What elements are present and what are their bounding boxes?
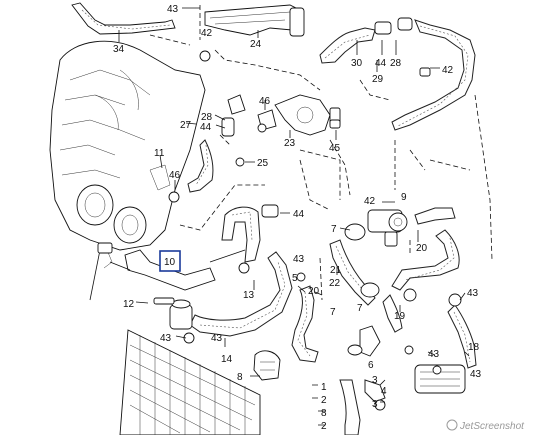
- callout-label: 7: [331, 224, 337, 235]
- oil-cooler-drawing: [414, 364, 466, 394]
- flange-23-drawing: [257, 94, 341, 136]
- hose-34-drawing: [71, 2, 176, 35]
- hose-27-drawing: [187, 94, 246, 193]
- hose-44-lower-drawing: [221, 204, 279, 263]
- clamp-8-drawing: [253, 350, 281, 381]
- callout-label: 46: [259, 96, 271, 107]
- callout-label: 42: [364, 196, 376, 207]
- callout-label: 20: [308, 286, 320, 297]
- watermark-text: JetScreenshot: [459, 421, 525, 432]
- callout-label: 45: [329, 143, 341, 154]
- callout-label: 19: [394, 311, 406, 322]
- callout-label: 21: [330, 265, 342, 276]
- callout-label: 46: [169, 170, 181, 181]
- hose-18-drawing: [447, 293, 477, 369]
- callout-label: 12: [123, 299, 135, 310]
- callout-label: 43: [211, 333, 223, 344]
- callout-label: 43: [467, 288, 479, 299]
- hose-5-drawing: [291, 285, 319, 363]
- highlighted-callout-10[interactable]: 10: [159, 250, 181, 272]
- callout-label: 6: [368, 360, 374, 371]
- callout-label: 30: [351, 58, 363, 69]
- callout-label: 43: [470, 369, 482, 380]
- callout-label: 43: [428, 349, 440, 360]
- callout-label: 4: [381, 386, 387, 397]
- callout-label: 43: [167, 4, 179, 15]
- callout-label: 13: [243, 290, 255, 301]
- callout-label: 43: [293, 254, 305, 265]
- callout-label: 3: [372, 375, 378, 386]
- callout-label: 11: [154, 148, 165, 159]
- callout-label: 5: [292, 273, 298, 284]
- callout-label: 2: [321, 395, 327, 406]
- dashed-guides: [149, 34, 493, 301]
- watermark: JetScreenshot: [446, 419, 525, 432]
- callout-label: 28: [201, 112, 213, 123]
- callout-label: 14: [221, 354, 233, 365]
- callout-label: 43: [160, 333, 172, 344]
- callout-label: 24: [250, 39, 262, 50]
- fasteners-drawing: [153, 50, 442, 411]
- callout-label: 22: [329, 278, 341, 289]
- callout-label: 20: [416, 243, 428, 254]
- callout-label: 44: [375, 58, 387, 69]
- callout-label: 7: [330, 307, 336, 318]
- fitting-9-drawing: [367, 209, 408, 247]
- hose-20-drawing: [391, 207, 460, 291]
- callout-label: 1: [321, 382, 327, 393]
- callout-label-10: 10: [164, 257, 176, 268]
- callout-label: 44: [293, 209, 305, 220]
- hose-30-drawing: [319, 17, 413, 64]
- hose-21-drawing: [329, 223, 380, 306]
- engine-block-drawing: [49, 40, 206, 301]
- callout-label: 9: [401, 192, 407, 203]
- hose-19-drawing: [382, 288, 417, 333]
- callout-label: 8: [237, 372, 243, 383]
- tube-24-drawing: [199, 4, 305, 40]
- callout-label: 28: [390, 58, 402, 69]
- callout-label: 7: [357, 303, 363, 314]
- callout-label: 42: [201, 28, 213, 39]
- callout-label: 18: [468, 342, 480, 353]
- callout-label: 42: [442, 65, 454, 76]
- hose-42-right-drawing: [391, 19, 476, 131]
- leader-lines: [118, 7, 470, 426]
- pump-hose-drawing: [339, 325, 386, 435]
- reservoir-drawing: [169, 299, 193, 330]
- callout-label: 23: [284, 138, 296, 149]
- callout-label: 27: [180, 120, 192, 131]
- callout-labels: 43 34 24 42 30 44 28 29 42 46 28 44 27 2…: [113, 4, 482, 432]
- callout-label: 44: [200, 122, 212, 133]
- callout-label: 29: [372, 74, 384, 85]
- callout-label: 25: [257, 158, 269, 169]
- hose-14-drawing: [189, 251, 293, 337]
- callout-label: 34: [113, 44, 125, 55]
- callout-label: 8: [321, 408, 327, 419]
- radiator-drawing: [119, 329, 261, 435]
- callout-label: 2: [321, 421, 327, 432]
- callout-label: 3: [372, 399, 378, 410]
